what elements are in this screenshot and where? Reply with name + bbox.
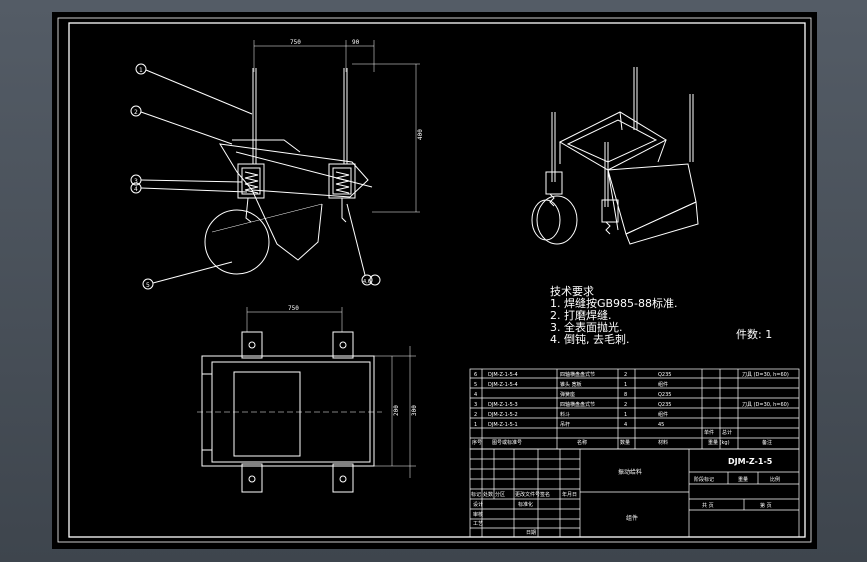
tech-title: 技术要求 xyxy=(550,285,594,298)
sheets-label: 共 页 xyxy=(702,502,714,509)
drawing-sheet[interactable]: 750 90 400 750 200 300 1 2 3 4 5 4,6 技术要… xyxy=(52,12,817,549)
svg-text:组件: 组件 xyxy=(658,381,668,388)
svg-text:DJM-Z-1-5-4: DJM-Z-1-5-4 xyxy=(488,372,518,378)
tech-line-2: 2. 打磨焊缝. xyxy=(550,308,612,322)
svg-text:1: 1 xyxy=(624,382,627,388)
svg-text:刀具 (D=30, h=60): 刀具 (D=30, h=60) xyxy=(742,372,789,378)
svg-text:材料: 材料 xyxy=(658,439,668,446)
svg-text:组件: 组件 xyxy=(658,411,668,418)
svg-text:Q235: Q235 xyxy=(658,372,671,378)
tb-approve: 日期 xyxy=(526,530,536,536)
svg-text:Q235: Q235 xyxy=(658,392,671,398)
svg-text:8: 8 xyxy=(624,392,627,398)
svg-text:数量: 数量 xyxy=(620,439,630,446)
tb-zone: 分区 xyxy=(495,491,505,498)
svg-text:5: 5 xyxy=(474,382,477,388)
svg-text:45: 45 xyxy=(658,422,664,428)
balloon-3: 3 xyxy=(134,178,138,185)
svg-text:DJM-Z-1-5-2: DJM-Z-1-5-2 xyxy=(488,412,518,418)
svg-text:四轴横盘盘式节: 四轴横盘盘式节 xyxy=(560,371,595,378)
svg-text:1: 1 xyxy=(474,422,477,428)
dim-plan-outer: 300 xyxy=(411,405,418,416)
svg-text:锥头 宽板: 锥头 宽板 xyxy=(560,381,582,388)
svg-text:1: 1 xyxy=(624,412,627,418)
weight-label: 重量 xyxy=(738,476,748,483)
tb-standard: 标准化 xyxy=(518,501,533,508)
svg-text:2: 2 xyxy=(474,412,477,418)
stage-label: 阶段标记 xyxy=(694,476,714,483)
scale-label: 比例 xyxy=(770,476,780,483)
title-block[interactable] xyxy=(469,448,800,538)
dim-top-left: 750 xyxy=(290,39,301,46)
tb-change-doc: 更改文件号 xyxy=(515,491,540,498)
bom-row: 1 DJM-Z-1-5-1 吊杆 4 45 xyxy=(474,421,664,428)
dim-height: 400 xyxy=(417,129,424,140)
tb-mark: 标记 xyxy=(471,491,481,498)
bom-row: 5 DJM-Z-1-5-4 锥头 宽板 1 组件 xyxy=(474,381,668,388)
bom-row: 6 DJM-Z-1-5-4 四轴横盘盘式节 2 Q235 刀具 (D=30, h… xyxy=(474,371,789,378)
inner-frame xyxy=(68,22,806,538)
dim-top-right: 90 xyxy=(352,39,360,46)
svg-text:6: 6 xyxy=(474,372,477,378)
part-count: 件数: 1 xyxy=(736,328,772,341)
front-view[interactable] xyxy=(204,40,420,275)
svg-text:Q235: Q235 xyxy=(658,402,671,408)
bom-row: 4 弹簧座 8 Q235 xyxy=(474,391,671,398)
drawing-number: DJM-Z-1-5 xyxy=(728,457,773,466)
callout-balloons xyxy=(130,63,381,290)
plan-view[interactable] xyxy=(197,307,416,493)
tech-line-3: 3. 全表面抛光. xyxy=(550,320,623,334)
part-name: 振动给料 xyxy=(618,468,642,476)
svg-text:吊杆: 吊杆 xyxy=(560,421,570,428)
svg-text:名称: 名称 xyxy=(577,439,587,446)
bom-row: 3 DJM-Z-1-5-3 四轴横盘盘式节 2 Q235 刀具 (D=30, h… xyxy=(474,401,789,408)
cad-drawing-canvas[interactable]: 750 90 400 750 200 300 1 2 3 4 5 4,6 技术要… xyxy=(52,12,817,549)
svg-text:4: 4 xyxy=(474,392,477,398)
isometric-view[interactable] xyxy=(531,67,699,245)
bom-row: 2 DJM-Z-1-5-2 料斗 1 组件 xyxy=(474,411,668,418)
svg-text:刀具 (D=30, h=60): 刀具 (D=30, h=60) xyxy=(742,402,789,408)
svg-text:2: 2 xyxy=(624,372,627,378)
tb-signature: 签名 xyxy=(540,491,550,498)
balloon-5: 5 xyxy=(146,282,150,289)
balloon-1: 1 xyxy=(139,67,143,74)
sheet-label: 第 页 xyxy=(760,502,772,509)
dim-plan-width: 750 xyxy=(288,305,299,312)
svg-text:DJM-Z-1-5-4: DJM-Z-1-5-4 xyxy=(488,382,518,388)
svg-text:DJM-Z-1-5-1: DJM-Z-1-5-1 xyxy=(488,422,518,428)
dim-plan-inner: 200 xyxy=(393,405,400,416)
bom-table[interactable] xyxy=(469,368,800,450)
balloon-2: 2 xyxy=(134,109,138,116)
svg-text:DJM-Z-1-5-3: DJM-Z-1-5-3 xyxy=(488,402,518,408)
svg-text:备注: 备注 xyxy=(762,439,772,446)
svg-text:总计: 总计 xyxy=(722,429,732,436)
svg-text:图号或标准号: 图号或标准号 xyxy=(492,439,522,446)
svg-text:3: 3 xyxy=(474,402,477,408)
svg-text:弹簧座: 弹簧座 xyxy=(560,391,575,398)
tb-process: 工艺 xyxy=(473,521,483,527)
tb-count: 处数 xyxy=(483,491,493,498)
tb-date: 年月日 xyxy=(562,491,577,498)
svg-text:料斗: 料斗 xyxy=(560,411,570,418)
assembly-label: 组件 xyxy=(626,514,638,522)
tb-check: 审核 xyxy=(473,511,483,518)
bom-header: 序号 图号或标准号 名称 数量 材料 单件 总计 重量 (kg) 备注 xyxy=(472,429,772,446)
svg-text:序号: 序号 xyxy=(472,439,482,446)
svg-text:重量 (kg): 重量 (kg) xyxy=(708,439,730,446)
svg-text:2: 2 xyxy=(624,402,627,408)
svg-text:4: 4 xyxy=(624,422,627,428)
tb-design: 设计 xyxy=(473,501,483,508)
svg-text:四轴横盘盘式节: 四轴横盘盘式节 xyxy=(560,401,595,408)
outer-border xyxy=(57,17,812,543)
svg-text:单件: 单件 xyxy=(704,429,714,436)
balloon-4-6: 4,6 xyxy=(363,279,371,285)
tech-line-1: 1. 焊缝按GB985-88标准. xyxy=(550,296,678,310)
tech-line-4: 4. 倒钝, 去毛刺. xyxy=(550,332,629,346)
balloon-4: 4 xyxy=(134,186,138,193)
